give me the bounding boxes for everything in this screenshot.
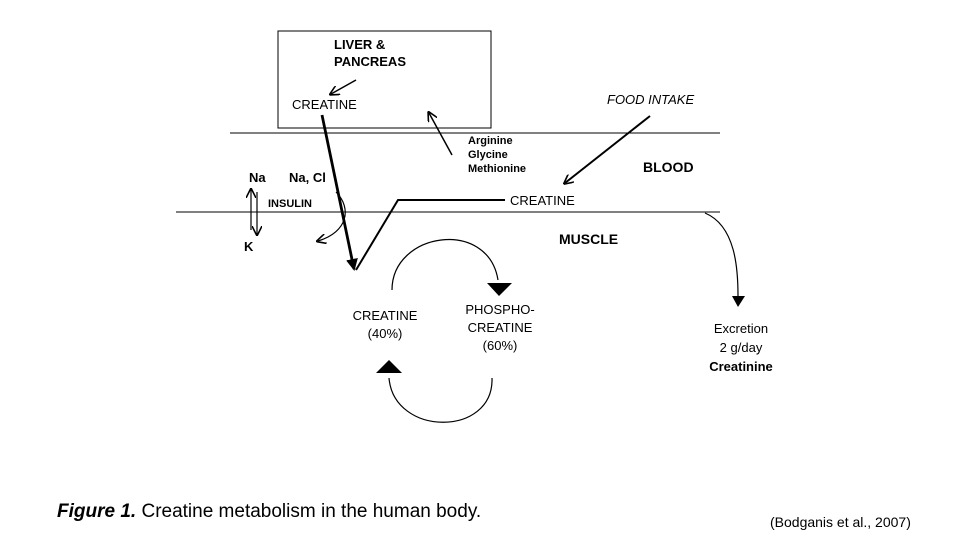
excretion-arrow — [704, 212, 739, 297]
na-label: Na — [249, 170, 266, 185]
liver-creatine-to-muscle-arrow — [320, 114, 358, 271]
muscle-label: MUSCLE — [559, 231, 619, 247]
k-label: K — [244, 239, 254, 254]
figure-caption-text: Creatine metabolism in the human body. — [136, 501, 482, 522]
insulin-curved-arrow — [318, 191, 346, 241]
excretion-label-line1: Excretion — [713, 321, 769, 336]
food-intake-label: FOOD INTAKE — [607, 92, 695, 107]
food-intake-arrow — [565, 115, 651, 183]
muscle-creatine-label-line1: CREATINE — [352, 308, 418, 323]
blood-creatine-uptake-line — [355, 199, 505, 271]
excretion-label-line2: 2 g/day — [719, 340, 763, 355]
phosphocreatine-label-line3: (60%) — [482, 338, 518, 353]
citation: (Bodganis et al., 2007) — [770, 514, 911, 530]
cycle-down-arrowhead — [487, 283, 512, 296]
liver-label-line1: LIVER & — [334, 37, 386, 52]
cycle-up-arrowhead — [376, 360, 402, 373]
phosphocreatine-label-line1: PHOSPHO- — [465, 302, 535, 317]
muscle-creatine-label-line2: (40%) — [367, 326, 403, 341]
liver-to-creatine-arrow — [331, 79, 357, 94]
phosphocreatine-label-line2: CREATINE — [467, 320, 533, 335]
liver-pancreas-box — [277, 30, 492, 129]
amino-acid-glycine: Glycine — [468, 149, 508, 161]
amino-acid-arginine: Arginine — [468, 135, 513, 147]
liver-creatine-label: CREATINE — [292, 97, 357, 112]
cycle-lower-arc — [388, 377, 493, 423]
insulin-label: INSULIN — [268, 198, 312, 210]
amino-acid-methionine: Methionine — [468, 163, 527, 175]
liver-label-line2: PANCREAS — [334, 54, 406, 69]
amino-acids-arrow — [429, 113, 453, 156]
blood-creatine-label: CREATINE — [510, 193, 575, 208]
cycle-upper-arc — [391, 239, 499, 291]
figure-caption: Figure 1. Creatine metabolism in the hum… — [57, 501, 481, 523]
excretion-label-line3: Creatinine — [709, 359, 773, 374]
excretion-arrowhead — [732, 296, 745, 307]
blood-label: BLOOD — [643, 159, 694, 175]
na-cl-label: Na, Cl — [289, 170, 326, 185]
figure-caption-label: Figure 1. — [57, 501, 137, 522]
